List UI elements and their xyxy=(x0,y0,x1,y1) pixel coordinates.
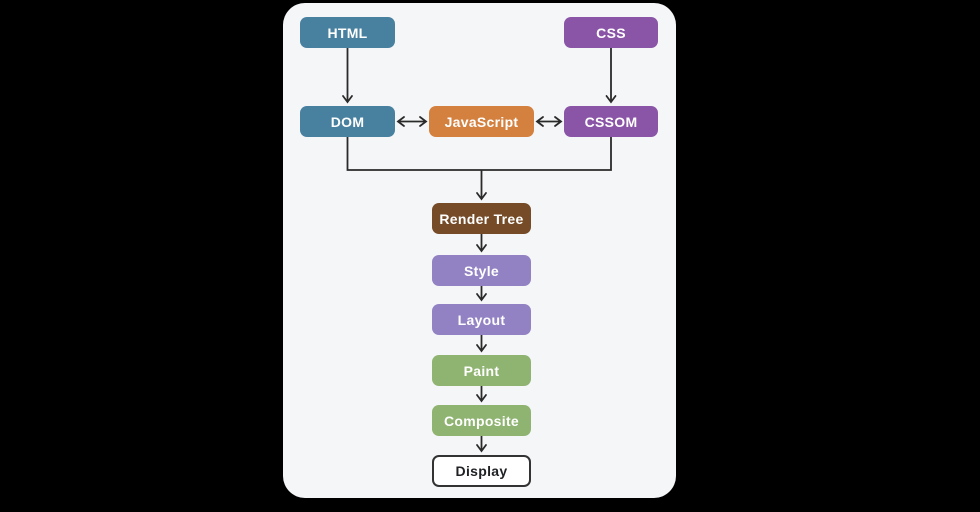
node-layout: Layout xyxy=(432,304,531,335)
node-html: HTML xyxy=(300,17,395,48)
node-css: CSS xyxy=(564,17,658,48)
node-cssom: CSSOM xyxy=(564,106,658,137)
node-composite: Composite xyxy=(432,405,531,436)
node-dom: DOM xyxy=(300,106,395,137)
node-paint: Paint xyxy=(432,355,531,386)
node-style: Style xyxy=(432,255,531,286)
node-render-tree: Render Tree xyxy=(432,203,531,234)
node-javascript: JavaScript xyxy=(429,106,534,137)
node-display: Display xyxy=(432,455,531,487)
